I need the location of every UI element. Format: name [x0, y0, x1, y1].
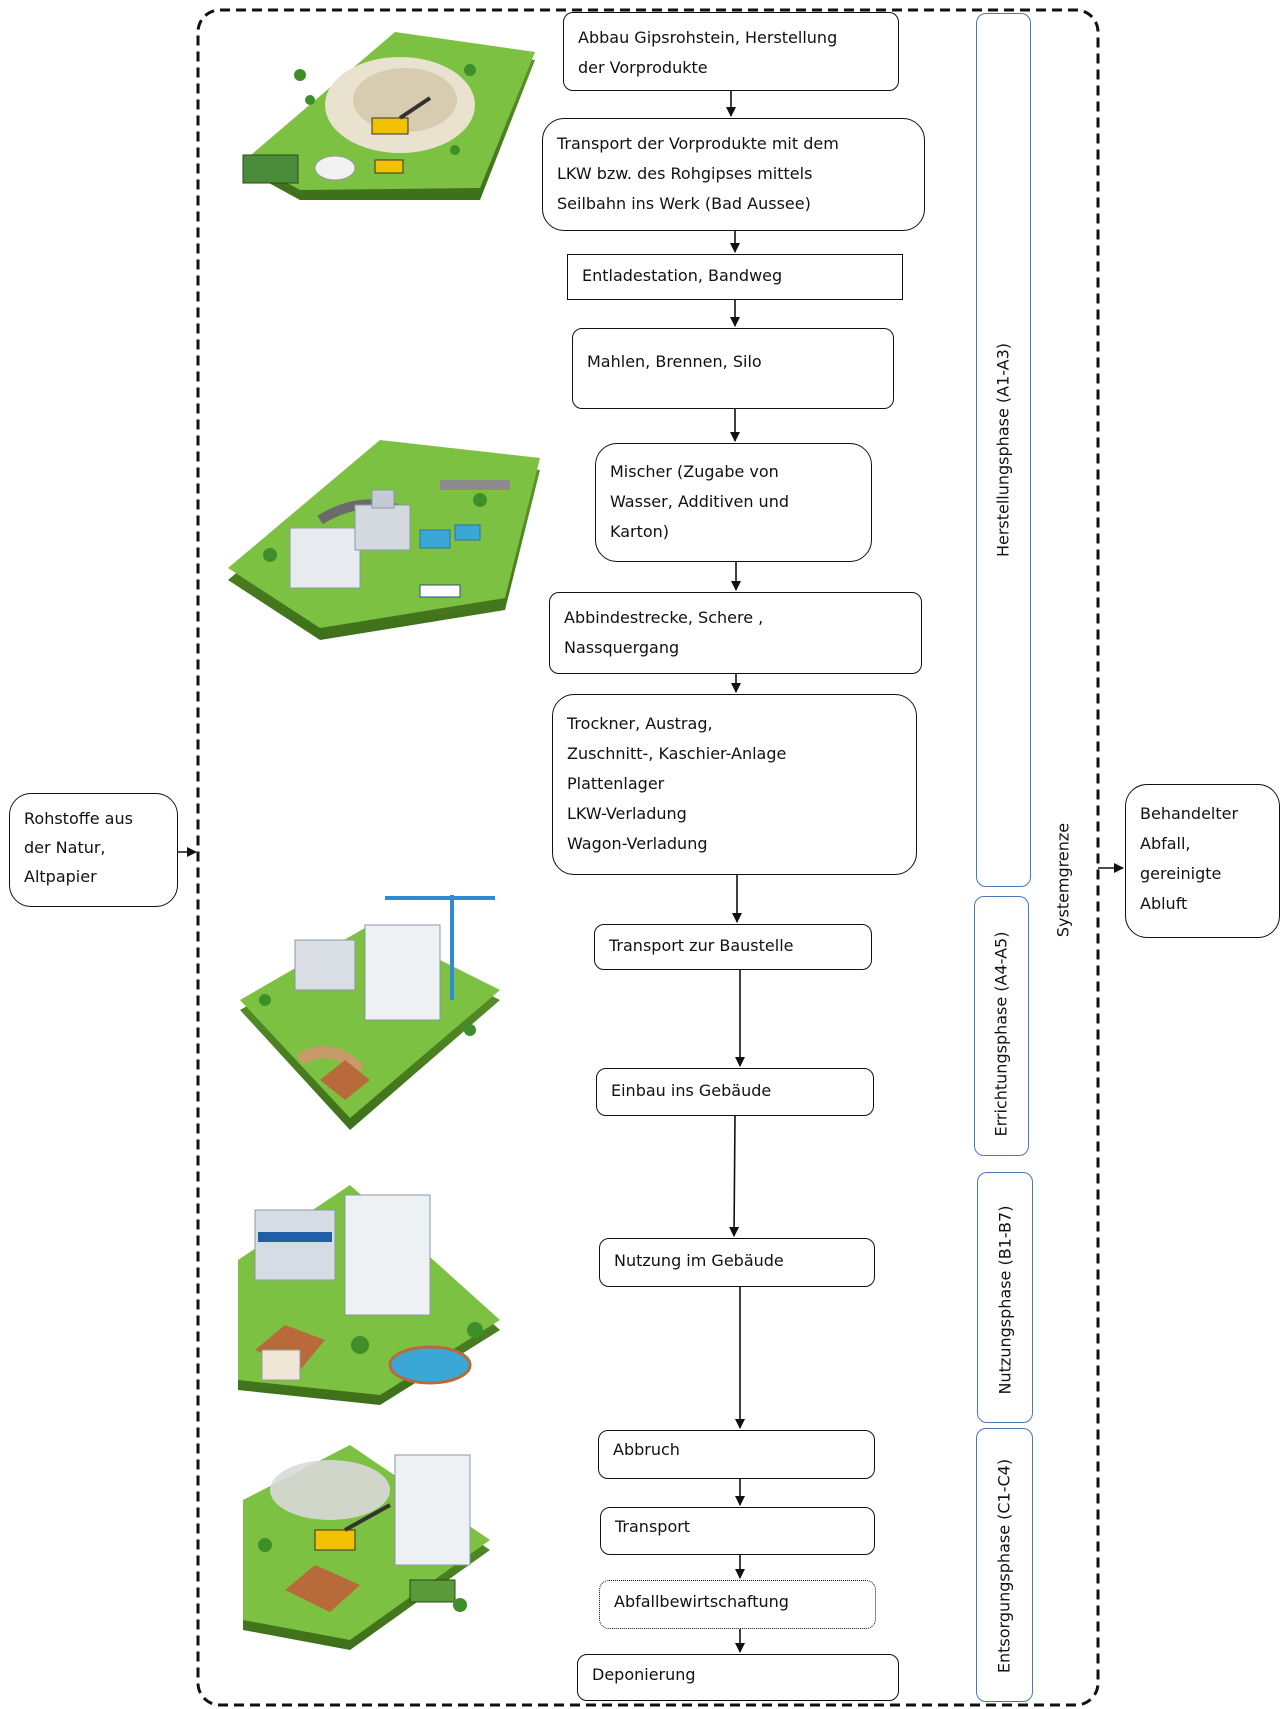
step-installation: Einbau ins Gebäude — [596, 1068, 874, 1116]
step-demolition: Abbruch — [598, 1430, 875, 1479]
building-use-illustration — [238, 1185, 500, 1405]
step-transport-end: Transport — [600, 1507, 875, 1555]
phase-production-label: Herstellungsphase (A1-A3) — [993, 342, 1013, 558]
step-waste-management: Abfallbewirtschaftung — [599, 1580, 876, 1629]
step-line: Abbindestrecke, Schere , — [564, 608, 764, 627]
step-transport-site: Transport zur Baustelle — [594, 924, 872, 970]
flow-arrows — [726, 91, 745, 1653]
output-line: Behandelter — [1140, 804, 1239, 823]
step-line: Deponierung — [592, 1665, 696, 1684]
system-boundary — [196, 8, 1100, 1707]
phase-construction-label: Errichtungsphase (A4-A5) — [991, 931, 1011, 1137]
step-line: Nassquergang — [564, 638, 680, 657]
phase-use-bar — [977, 1172, 1033, 1423]
phase-production-bar — [976, 13, 1031, 887]
step-line: Transport der Vorprodukte mit dem — [557, 134, 839, 153]
step-line: Zuschnitt-, Kaschier-Anlage — [567, 744, 787, 763]
step-drying: Trockner, Austrag, Zuschnitt-, Kaschier-… — [552, 694, 917, 875]
step-quarrying: Abbau Gipsrohstein, Herstellung der Vorp… — [563, 12, 899, 91]
step-line: Karton) — [610, 522, 670, 541]
output-line: Abfall, — [1140, 834, 1191, 853]
step-landfill: Deponierung — [577, 1654, 899, 1701]
step-line: Wasser, Additiven und — [610, 492, 789, 511]
step-use: Nutzung im Gebäude — [599, 1238, 875, 1287]
factory-illustration — [228, 440, 540, 640]
output-line: Abluft — [1140, 894, 1188, 913]
step-line: LKW-Verladung — [567, 804, 687, 823]
step-line: Trockner, Austrag, — [567, 714, 713, 733]
step-line: Wagon-Verladung — [567, 834, 708, 853]
construction-site-illustration — [240, 895, 500, 1130]
output-waste-box: Behandelter Abfall, gereinigte Abluft — [1125, 784, 1280, 938]
step-line: Entladestation, Bandweg — [582, 266, 783, 285]
phase-disposal-bar — [976, 1428, 1033, 1702]
step-line: Plattenlager — [567, 774, 665, 793]
step-line: Transport — [615, 1517, 691, 1536]
step-mixer: Mischer (Zugabe von Wasser, Additiven un… — [595, 443, 872, 562]
step-line: Einbau ins Gebäude — [611, 1081, 772, 1100]
input-raw-materials-box: Rohstoffe aus der Natur, Altpapier — [9, 793, 178, 907]
phase-use-label: Nutzungsphase (B1-B7) — [995, 1205, 1015, 1395]
step-unloading: Entladestation, Bandweg — [567, 254, 903, 300]
phase-disposal-label: Entsorgungsphase (C1-C4) — [994, 1458, 1014, 1674]
step-setting-line: Abbindestrecke, Schere , Nassquergang — [549, 592, 922, 674]
step-line: Abbruch — [613, 1440, 680, 1459]
system-boundary-label: Systemgrenze — [1053, 822, 1073, 938]
step-line: Mischer (Zugabe von — [610, 462, 779, 481]
step-line: Abfallbewirtschaftung — [614, 1592, 789, 1611]
quarry-illustration — [242, 32, 535, 200]
step-line: der Vorprodukte — [578, 58, 708, 77]
step-line: Transport zur Baustelle — [609, 936, 794, 955]
step-line: Abbau Gipsrohstein, Herstellung — [578, 28, 838, 47]
step-transport-raw: Transport der Vorprodukte mit dem LKW bz… — [542, 118, 925, 231]
output-line: gereinigte — [1140, 864, 1222, 883]
input-line: der Natur, — [24, 838, 106, 857]
step-line: Nutzung im Gebäude — [614, 1251, 784, 1270]
step-grinding: Mahlen, Brennen, Silo — [572, 328, 894, 409]
demolition-illustration — [243, 1445, 490, 1650]
step-line: Mahlen, Brennen, Silo — [587, 352, 762, 371]
step-line: Seilbahn ins Werk (Bad Aussee) — [557, 194, 811, 213]
input-line: Altpapier — [24, 867, 97, 886]
input-line: Rohstoffe aus — [24, 809, 133, 828]
phase-construction-bar — [974, 896, 1029, 1156]
step-line: LKW bzw. des Rohgipses mittels — [557, 164, 813, 183]
